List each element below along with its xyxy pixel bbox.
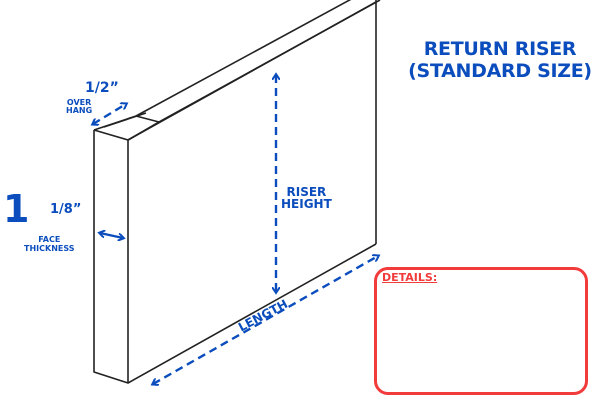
riser-height-label-line-2: HEIGHT xyxy=(281,197,332,211)
face-thickness-label: FACE THICKNESS xyxy=(24,235,75,253)
overhang-label: OVER HANG xyxy=(66,99,92,115)
title-line-1: RETURN RISER xyxy=(423,38,577,60)
overhang-label-line-2: HANG xyxy=(66,106,93,115)
riser-height-label-line-1: RISER xyxy=(286,185,327,199)
riser-outline xyxy=(93,0,381,384)
length-arrow xyxy=(153,256,378,384)
face-thickness-label-line-2: THICKNESS xyxy=(24,244,75,253)
title-line-2: (STANDARD SIZE) xyxy=(408,60,592,82)
face-thickness-arrow xyxy=(100,233,123,238)
dimension-arrows xyxy=(93,75,378,384)
overhang-arrow xyxy=(93,104,126,124)
diagram-title: RETURN RISER (STANDARD SIZE) xyxy=(400,38,600,82)
face-thickness-fraction: 1/8” xyxy=(50,202,82,217)
overhang-label-line-1: OVER xyxy=(66,98,92,107)
face-thickness-whole: 1 xyxy=(3,187,30,231)
details-label: DETAILS: xyxy=(382,271,438,284)
details-box xyxy=(374,267,588,395)
overhang-value: 1/2” xyxy=(85,80,119,96)
riser-height-label: RISER HEIGHT xyxy=(281,186,332,210)
face-thickness-label-line-1: FACE xyxy=(38,235,61,244)
